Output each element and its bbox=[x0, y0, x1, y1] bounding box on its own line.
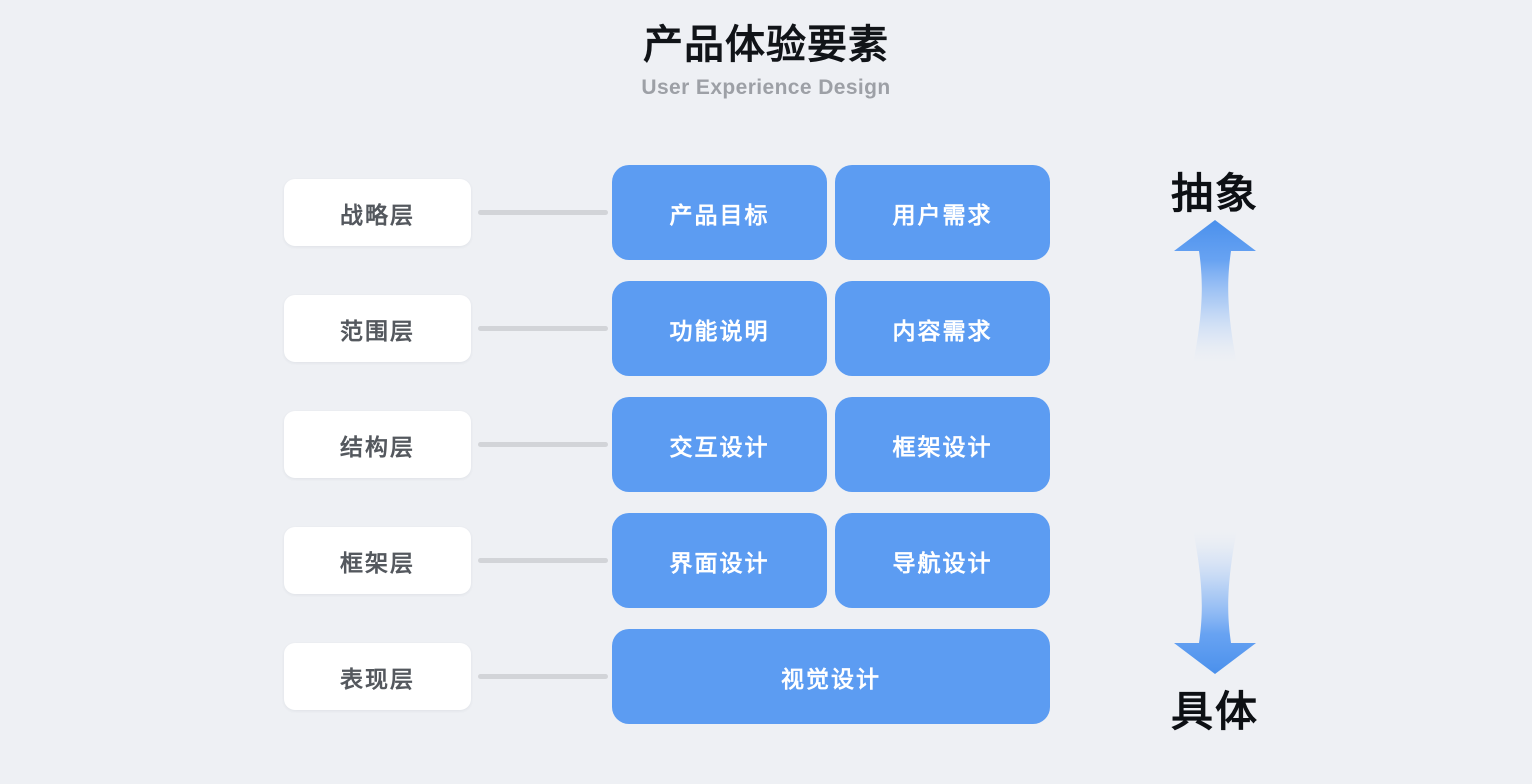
layer-row-strategy: 战略层 产品目标 用户需求 bbox=[0, 165, 1532, 260]
element-card-label: 界面设计 bbox=[669, 549, 770, 576]
axis-label-abstract: 抽象 bbox=[1170, 170, 1259, 217]
layer-chip-surface[interactable]: 表现层 bbox=[284, 643, 471, 710]
element-card-framework-design[interactable]: 框架设计 bbox=[835, 397, 1050, 492]
layer-cards: 功能说明 内容需求 bbox=[612, 281, 1050, 376]
layer-row-surface: 表现层 视觉设计 bbox=[0, 629, 1532, 724]
layer-row-skeleton: 框架层 界面设计 导航设计 bbox=[0, 513, 1532, 608]
arrow-up-icon bbox=[1167, 217, 1263, 367]
layer-chip-structure[interactable]: 结构层 bbox=[284, 411, 471, 478]
connector-line bbox=[478, 210, 608, 215]
element-card-product-goal[interactable]: 产品目标 bbox=[612, 165, 827, 260]
layer-cards: 产品目标 用户需求 bbox=[612, 165, 1050, 260]
layer-chip-label: 框架层 bbox=[340, 549, 415, 576]
connector-line bbox=[478, 326, 608, 331]
element-card-label: 功能说明 bbox=[669, 317, 770, 344]
element-card-visual-design[interactable]: 视觉设计 bbox=[612, 629, 1050, 724]
layer-row-structure: 结构层 交互设计 框架设计 bbox=[0, 397, 1532, 492]
layer-chip-label: 结构层 bbox=[340, 433, 415, 460]
element-card-label: 交互设计 bbox=[669, 433, 770, 460]
layers-matrix: 战略层 产品目标 用户需求 范围层 功能说明 bbox=[0, 165, 1532, 724]
layer-cards: 界面设计 导航设计 bbox=[612, 513, 1050, 608]
layer-chip-skeleton[interactable]: 框架层 bbox=[284, 527, 471, 594]
layer-chip-label: 表现层 bbox=[340, 665, 415, 692]
element-card-label: 导航设计 bbox=[892, 549, 993, 576]
element-card-label: 产品目标 bbox=[669, 201, 770, 228]
layer-cards: 视觉设计 bbox=[612, 629, 1050, 724]
arrow-down-icon bbox=[1167, 527, 1263, 677]
abstraction-axis: 抽象 bbox=[1130, 150, 1300, 750]
connector-line bbox=[478, 674, 608, 679]
element-card-user-needs[interactable]: 用户需求 bbox=[835, 165, 1050, 260]
element-card-label: 视觉设计 bbox=[781, 665, 881, 692]
element-card-content-needs[interactable]: 内容需求 bbox=[835, 281, 1050, 376]
element-card-functional-spec[interactable]: 功能说明 bbox=[612, 281, 827, 376]
connector-line bbox=[478, 442, 608, 447]
element-card-label: 内容需求 bbox=[892, 317, 993, 344]
layer-cards: 交互设计 框架设计 bbox=[612, 397, 1050, 492]
page-title: 产品体验要素 bbox=[643, 23, 889, 67]
element-card-interface-design[interactable]: 界面设计 bbox=[612, 513, 827, 608]
layer-chip-scope[interactable]: 范围层 bbox=[284, 295, 471, 362]
layer-chip-label: 范围层 bbox=[340, 317, 415, 344]
connector-line bbox=[478, 558, 608, 563]
element-card-navigation-design[interactable]: 导航设计 bbox=[835, 513, 1050, 608]
element-card-label: 框架设计 bbox=[892, 433, 993, 460]
element-card-label: 用户需求 bbox=[892, 201, 993, 228]
layer-chip-strategy[interactable]: 战略层 bbox=[284, 179, 471, 246]
page-subtitle: User Experience Design bbox=[641, 76, 891, 100]
axis-label-concrete: 具体 bbox=[1170, 688, 1259, 735]
layer-chip-label: 战略层 bbox=[340, 201, 415, 228]
layer-row-scope: 范围层 功能说明 内容需求 bbox=[0, 281, 1532, 376]
element-card-interaction-design[interactable]: 交互设计 bbox=[612, 397, 827, 492]
diagram-header: 产品体验要素 User Experience Design bbox=[0, 22, 1532, 100]
